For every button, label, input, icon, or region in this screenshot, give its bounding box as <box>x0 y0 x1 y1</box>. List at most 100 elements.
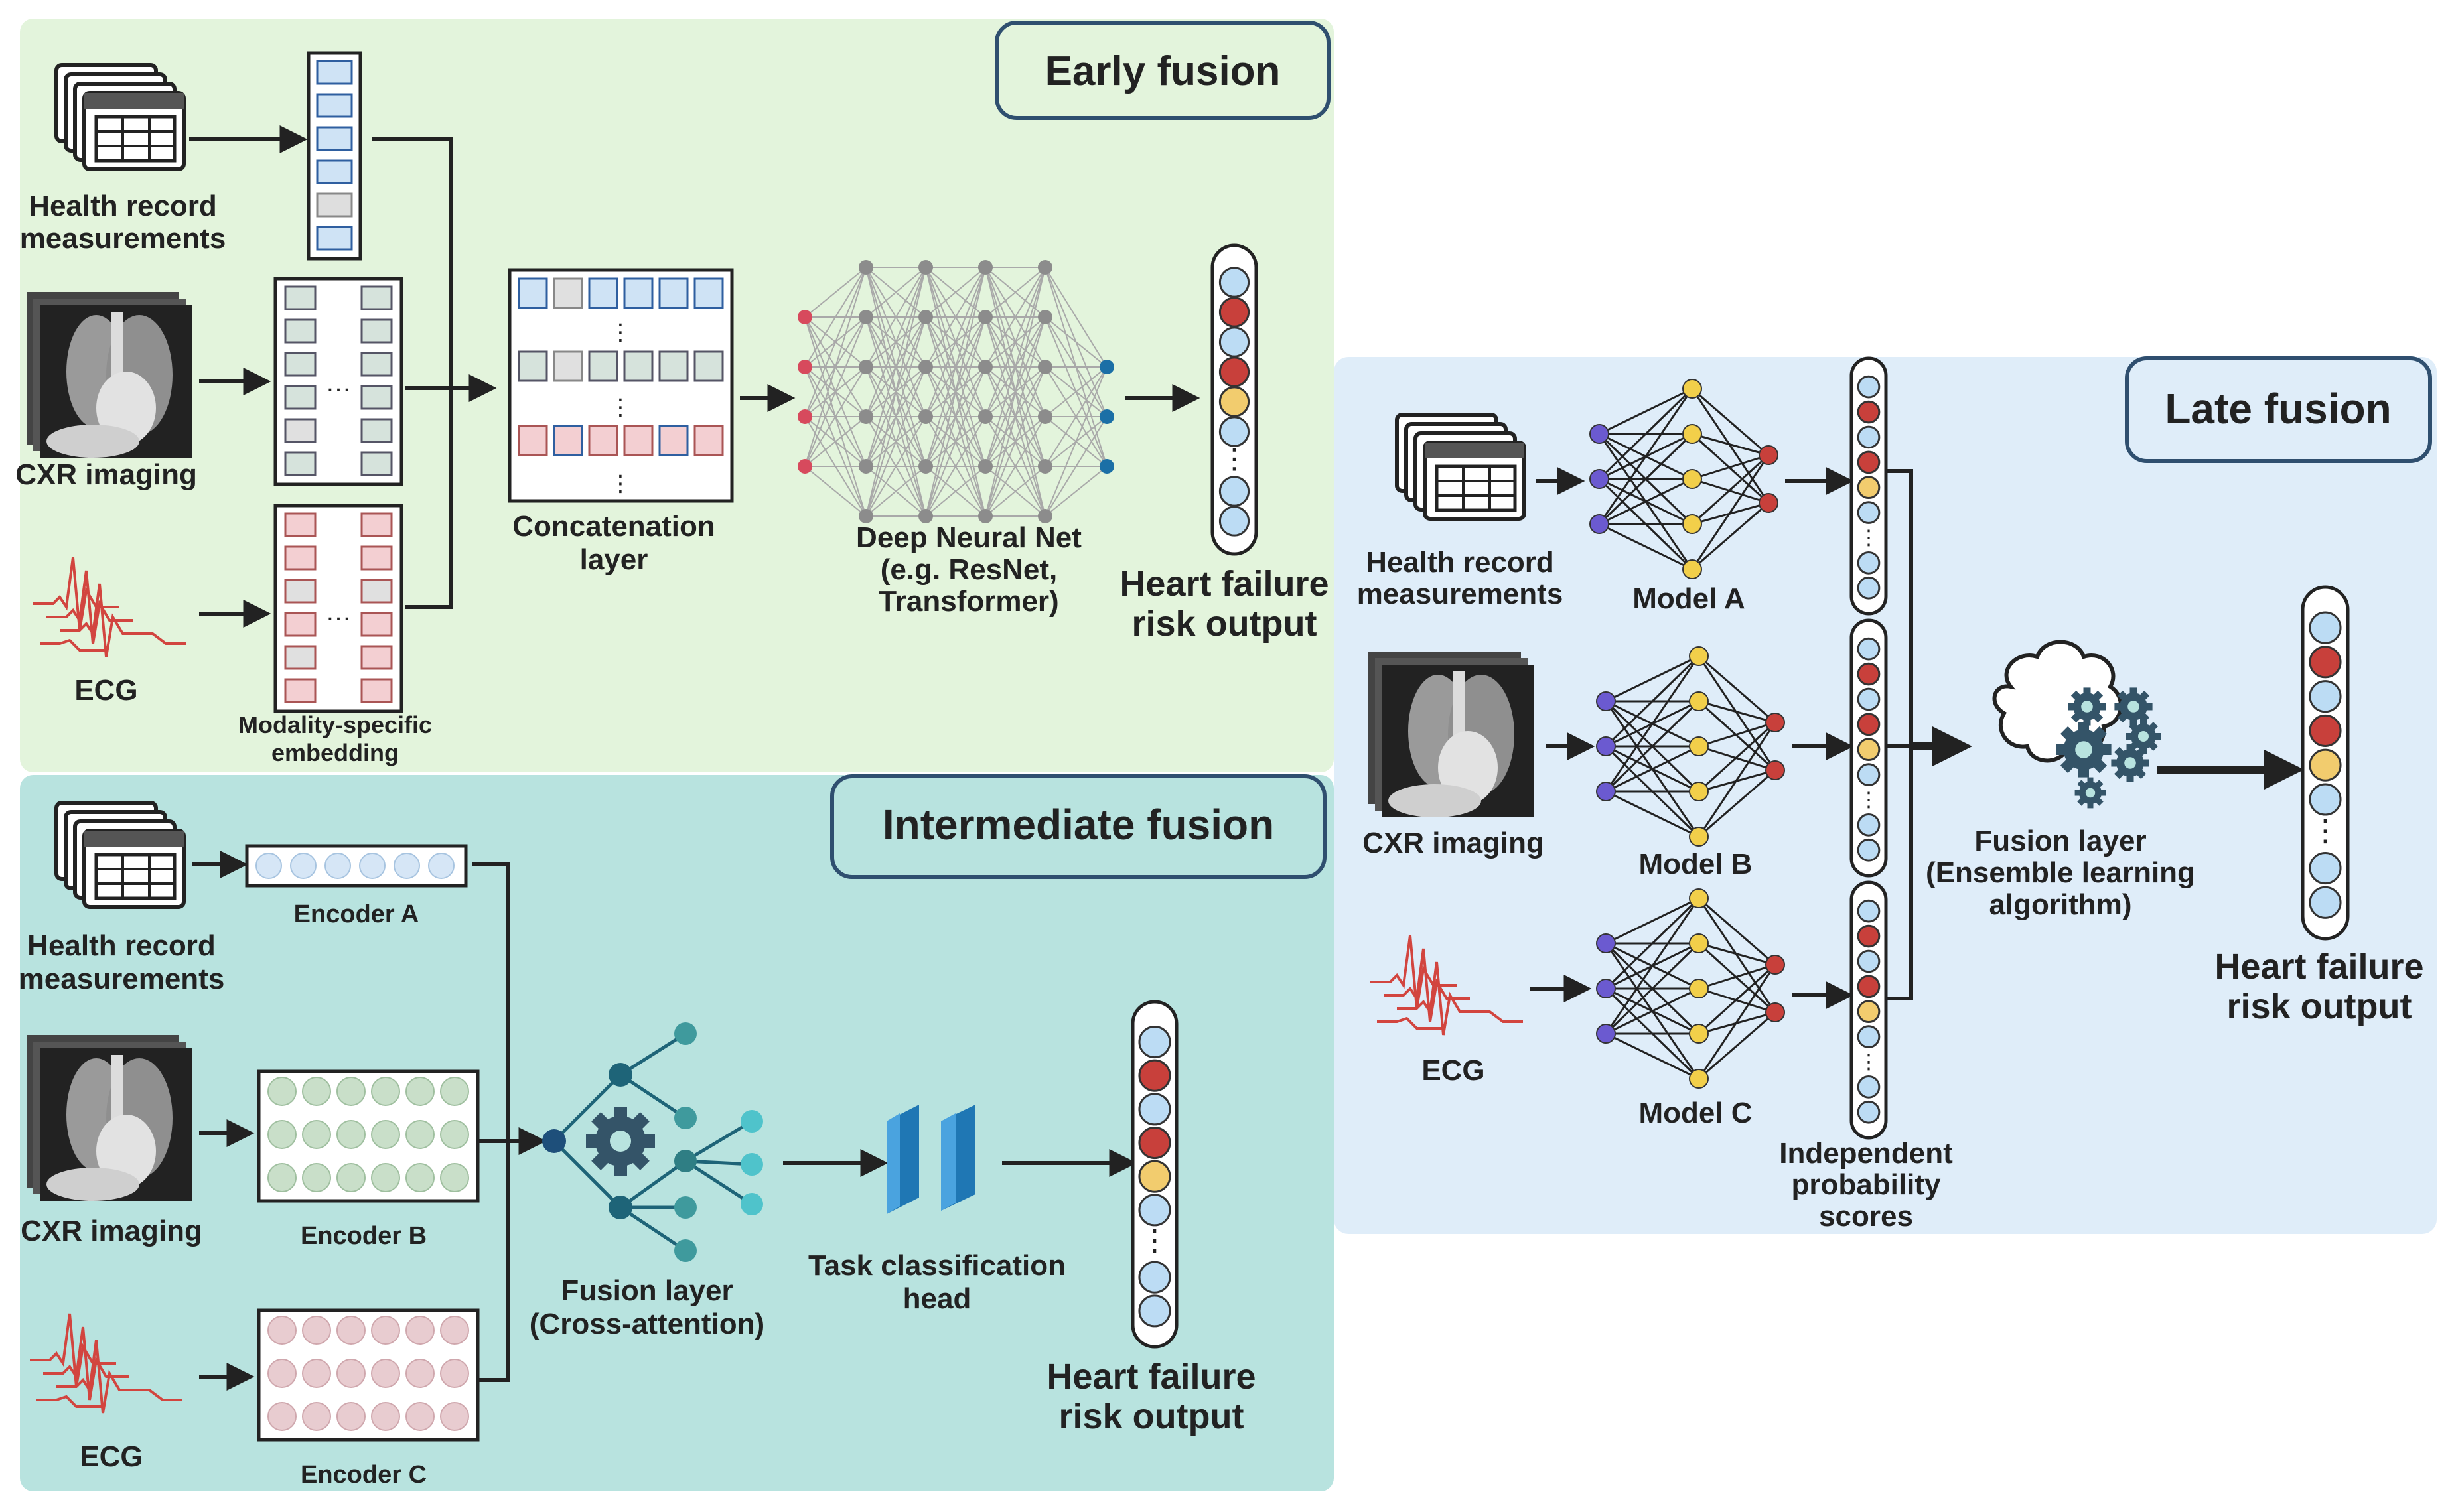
network-node <box>1689 736 1709 756</box>
intermediate-output-vector: ⋮ <box>1131 1000 1179 1349</box>
encoder-unit <box>405 1163 435 1192</box>
probability-node <box>1857 738 1881 762</box>
probability-node <box>1857 899 1881 923</box>
svg-text:…: … <box>325 368 352 397</box>
network-node <box>1682 424 1702 444</box>
dnn-node <box>1038 260 1052 275</box>
encoder-unit <box>440 1359 469 1388</box>
encoder-unit <box>267 1120 297 1149</box>
health-record-icon <box>56 803 184 907</box>
encoder-unit <box>302 1316 331 1345</box>
encoder-unit <box>440 1316 469 1345</box>
network-node <box>1689 933 1709 953</box>
dnn-node <box>978 409 993 424</box>
dnn-node <box>918 509 933 523</box>
model-b-probability-vector: ⋮ <box>1849 618 1888 878</box>
inter-fusion-label-1: Fusion layer <box>561 1274 733 1307</box>
late-fusion-title: Late fusion <box>2165 385 2391 433</box>
early-ecg-label: ECG <box>74 674 137 707</box>
encoder-unit <box>336 1359 366 1388</box>
gear-icon <box>586 1107 655 1176</box>
model-c-network <box>1596 888 1785 1089</box>
probability-node <box>1857 375 1881 399</box>
late-arrows <box>1530 467 1913 1009</box>
network-node <box>1689 691 1709 711</box>
svg-text:⋮: ⋮ <box>1859 1050 1879 1073</box>
probability-node <box>1857 501 1881 524</box>
probability-node <box>1218 386 1250 417</box>
dnn-node <box>859 459 873 474</box>
inter-fusion-label-2: (Cross-attention) <box>530 1308 764 1340</box>
encoder-unit <box>440 1077 469 1106</box>
dnn-label-1: Deep Neural Net <box>856 521 1082 554</box>
svg-text:⋮: ⋮ <box>1859 525 1879 549</box>
dnn-label-2: (e.g. ResNet, <box>881 553 1058 586</box>
probability-node <box>1218 326 1250 358</box>
probability-node <box>1857 1025 1881 1048</box>
dnn-node <box>1038 409 1052 424</box>
probability-node <box>1218 476 1250 507</box>
task-label-1: Task classification <box>808 1249 1066 1282</box>
encoder-unit <box>336 1316 366 1345</box>
network-node <box>1689 1024 1709 1044</box>
dnn-node <box>798 459 812 474</box>
probability-node <box>1138 1025 1171 1059</box>
encoder-a <box>245 844 468 888</box>
network-node <box>1765 760 1785 780</box>
ecg-embedding-matrix: … <box>273 504 403 713</box>
dnn-node <box>918 310 933 324</box>
dnn-node <box>1038 459 1052 474</box>
encoder-c <box>257 1308 480 1442</box>
probability-node <box>1857 425 1881 449</box>
intermediate-fusion-panel: Intermediate fusion Health record measur… <box>19 774 1334 1491</box>
late-ecg-label: ECG <box>1421 1054 1484 1087</box>
probability-node <box>1138 1126 1171 1160</box>
encoder-unit <box>302 1120 331 1149</box>
health-record-icon <box>1397 415 1524 519</box>
network-node <box>1689 1069 1709 1089</box>
encoder-unit <box>267 1077 297 1106</box>
encoder-b <box>257 1069 480 1203</box>
inter-output-label-2: risk output <box>1059 1397 1244 1436</box>
svg-text:⋮: ⋮ <box>2311 814 2341 847</box>
dnn-node <box>859 409 873 424</box>
probability-node <box>1857 813 1881 837</box>
dnn-node <box>918 360 933 374</box>
probability-node <box>1857 713 1881 736</box>
dnn-node <box>859 310 873 324</box>
encoder-unit <box>440 1402 469 1431</box>
dnn-node <box>978 260 993 275</box>
encoder-unit <box>440 1163 469 1192</box>
probability-node <box>1857 450 1881 474</box>
probability-node <box>1138 1160 1171 1193</box>
dnn-node <box>918 409 933 424</box>
probability-node <box>1857 838 1881 862</box>
late-health-label-1: Health record <box>1366 546 1554 579</box>
probability-node <box>2309 748 2342 782</box>
probability-node <box>1138 1294 1171 1328</box>
network-node <box>1589 514 1609 534</box>
network-node <box>1689 979 1709 998</box>
network-node <box>1759 493 1778 513</box>
dnn-label-3: Transformer) <box>879 585 1058 618</box>
dnn-node <box>798 409 812 424</box>
encoder-unit <box>267 1359 297 1388</box>
probability-node <box>1218 416 1250 447</box>
brain-gears-icon <box>1992 640 2161 809</box>
early-fusion-panel: Early fusion Health record measurements … <box>15 19 1334 772</box>
encoder-unit <box>405 1402 435 1431</box>
encoder-unit <box>336 1120 366 1149</box>
probability-node <box>1857 400 1881 424</box>
embedding-label-2: embedding <box>271 739 399 766</box>
cxr-icon <box>27 1035 192 1201</box>
probability-node <box>1857 687 1881 711</box>
early-health-label-1: Health record <box>29 190 217 222</box>
network-node <box>1689 646 1709 666</box>
probability-node <box>1857 1100 1881 1124</box>
dnn-node <box>859 360 873 374</box>
prob-label-1: Independent <box>1779 1137 1953 1170</box>
probability-node <box>1138 1093 1171 1126</box>
dnn-node <box>1038 509 1052 523</box>
encoder-a-label: Encoder A <box>294 900 419 928</box>
